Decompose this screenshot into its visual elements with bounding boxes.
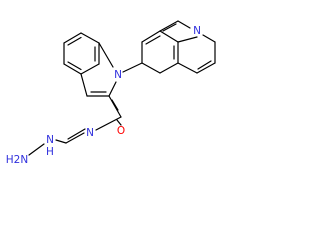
bond [108,95,122,118]
bond [202,34,216,43]
bond [67,128,86,140]
hydrazine-hydrogen-label: H [46,146,54,158]
bond [80,63,100,75]
amide-oxygen-label: O [117,125,125,137]
bond [177,62,198,74]
bond [141,62,161,74]
terminal-amine-h-n: H2N [6,154,28,166]
bond [159,62,179,74]
bond [65,132,85,144]
bond [159,30,179,43]
bond [80,32,100,44]
bond [80,73,88,97]
indole-nitrogen-label: N [114,69,122,81]
terminal-amine-label: H2N [6,154,28,166]
hydrazine-nitrogen-label: N [46,134,54,146]
bond [116,119,122,126]
bond [177,36,198,43]
bond [55,139,67,144]
bond [67,36,82,46]
bond [159,20,179,32]
bond-lines [28,20,216,156]
bond [98,42,114,68]
bond [177,20,191,29]
bond [28,143,45,156]
quinoline-nitrogen-label: N [193,25,201,37]
bond [162,23,177,32]
bond [95,116,122,131]
bond [63,63,82,75]
bond [122,62,143,73]
bond [63,32,82,44]
bond [141,30,161,43]
bond [145,35,161,45]
imine-nitrogen-label: N [86,127,94,139]
bond [108,81,117,97]
bond [111,99,119,111]
atom-labels: N N O N N H H2N [6,25,201,166]
bond [197,60,212,70]
bond [67,61,82,71]
bond [196,62,216,74]
molecule-structure-diagram: N N O N N H H2N [6,20,216,166]
